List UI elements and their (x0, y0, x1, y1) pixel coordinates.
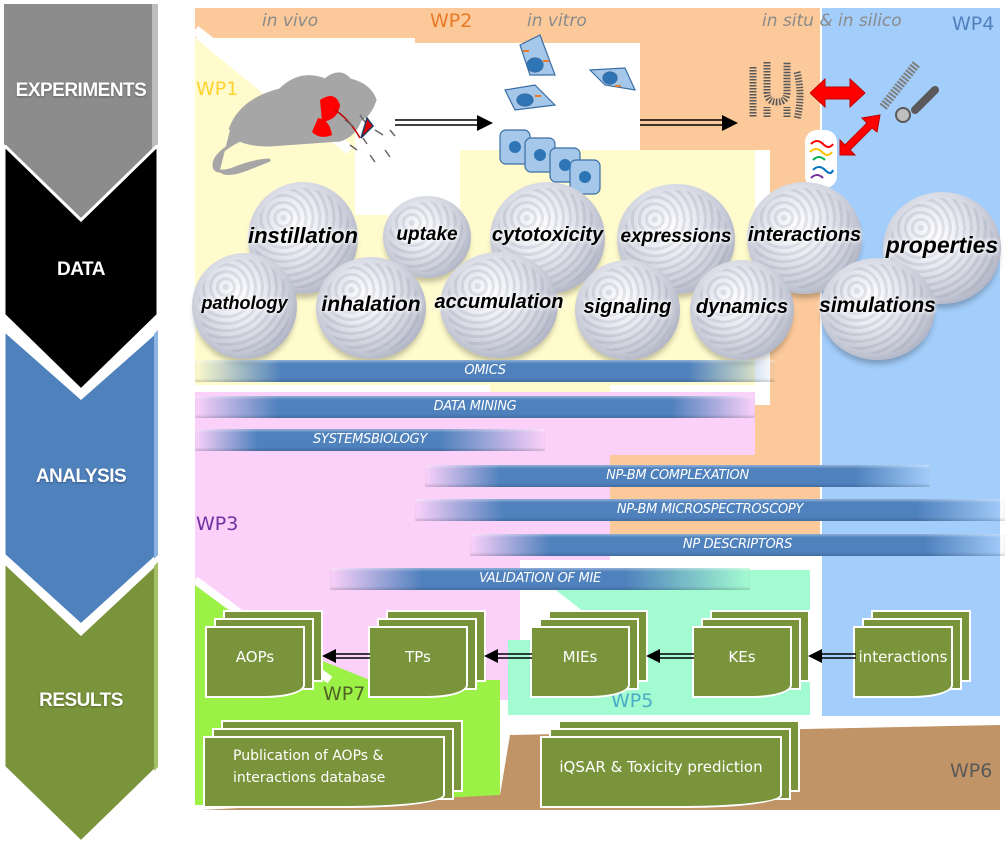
data-ball-label: accumulation (434, 291, 564, 313)
np-bm-microspectroscopy-bar: NP-BM MICROSPECTROSCOPY (415, 499, 1005, 521)
data-ball-label: uptake (396, 223, 458, 245)
document-sheet-icon (368, 626, 468, 698)
document-label: iQSAR & Toxicity prediction (559, 758, 763, 776)
np-descriptors-bar: NP DESCRIPTORS (470, 534, 1005, 556)
omics-bar: OMICS (195, 360, 775, 382)
double-arrow-icon (810, 77, 866, 109)
wp4-label: WP4 (952, 13, 995, 35)
document-label: KEs (728, 648, 756, 666)
document-sheet-icon (692, 626, 792, 698)
document-label: interactions (858, 648, 948, 666)
wp2-region-lower (415, 8, 820, 43)
wp6-label: WP6 (950, 760, 993, 782)
biomembrane-icon (749, 62, 804, 120)
data-ball-label: inhalation (321, 293, 421, 317)
flow-arrow-icon (322, 649, 370, 663)
interactions-doc: interactions (853, 610, 971, 700)
stage-label: EXPERIMENTS (15, 80, 147, 101)
flow-arrow-icon (484, 649, 532, 663)
data-ball: inhalation (316, 257, 426, 359)
document-label: MIEs (562, 648, 598, 666)
wp4-region (822, 8, 1000, 716)
data-ball-label: simulations (819, 294, 936, 318)
data-ball-label: signaling (583, 296, 672, 318)
cell-icon (499, 34, 637, 195)
wp1-label: WP1 (196, 78, 239, 100)
stage-experiments: EXPERIMENTS (4, 4, 158, 219)
stage-label: ANALYSIS (35, 466, 127, 487)
data-ball-label: properties (885, 231, 999, 258)
publication-doc: Publication of AOPs & interactions databa… (203, 720, 463, 810)
document-sheet-icon (540, 736, 782, 808)
lung-icon (312, 96, 340, 137)
data-ball: accumulation (435, 252, 563, 358)
in-situ-silico-label: in situ & in silico (762, 11, 902, 31)
data-ball: uptake (383, 196, 471, 278)
aops-doc: AOPs (205, 610, 323, 700)
protein-icon (805, 130, 837, 188)
document-label: Publication of AOPs & (233, 748, 384, 764)
mouse-icon (212, 72, 377, 175)
in-vitro-label: in vitro (527, 11, 587, 31)
data-ball: simulations (819, 258, 936, 360)
document-label: TPs (405, 648, 431, 666)
data-mining-bar: DATA MINING (195, 396, 755, 418)
data-ball-label: expressions (620, 225, 732, 247)
document-label: AOPs (235, 648, 275, 666)
flow-arrow-icon (808, 649, 856, 663)
double-arrow-icon (839, 114, 881, 156)
tps-doc: TPs (368, 610, 486, 700)
mies-doc: MIEs (530, 610, 648, 700)
data-ball-label: pathology (201, 293, 288, 314)
stage-analysis: ANALYSIS (4, 330, 158, 625)
stage-results: RESULTS (4, 562, 158, 842)
document-label: interactions database (233, 770, 386, 786)
kes-doc: KEs (692, 610, 810, 700)
nanoparticle-cluster-icon (344, 114, 396, 163)
wp3-label: WP3 (196, 513, 239, 535)
data-ball: dynamics (690, 260, 794, 360)
flow-arrow-icon (640, 115, 738, 131)
document-sheet-icon (205, 626, 305, 698)
document-sheet-icon (203, 736, 445, 808)
in-vivo-label: in vivo (262, 11, 319, 31)
data-ball: pathology (192, 253, 297, 359)
document-sheet-icon (530, 626, 630, 698)
data-ball-label: cytotoxicity (491, 224, 604, 246)
stage-label: DATA (57, 259, 105, 280)
stage-label: RESULTS (39, 690, 123, 711)
flow-arrow-icon (646, 649, 694, 663)
flow-arrow-icon (395, 115, 493, 131)
iqsar-doc: iQSAR & Toxicity prediction (540, 720, 800, 810)
stage-data: DATA (4, 145, 158, 390)
wp2-label: WP2 (430, 10, 473, 32)
wp5-label: WP5 (611, 690, 654, 712)
data-ball: signaling (575, 260, 680, 360)
systems-biology-bar: SYSTEMSBIOLOGY (195, 429, 545, 451)
data-ball-label: interactions (747, 224, 862, 246)
data-ball-label: dynamics (695, 296, 789, 318)
wp7-label: WP7 (323, 683, 366, 705)
validation-of-mie-bar: VALIDATION OF MIE (330, 568, 750, 590)
data-ball-label: instillation (248, 222, 358, 248)
nanotube-icon (879, 60, 939, 123)
np-bm-complexation-bar: NP-BM COMPLEXATION (425, 465, 930, 487)
document-sheet-icon (853, 626, 953, 698)
